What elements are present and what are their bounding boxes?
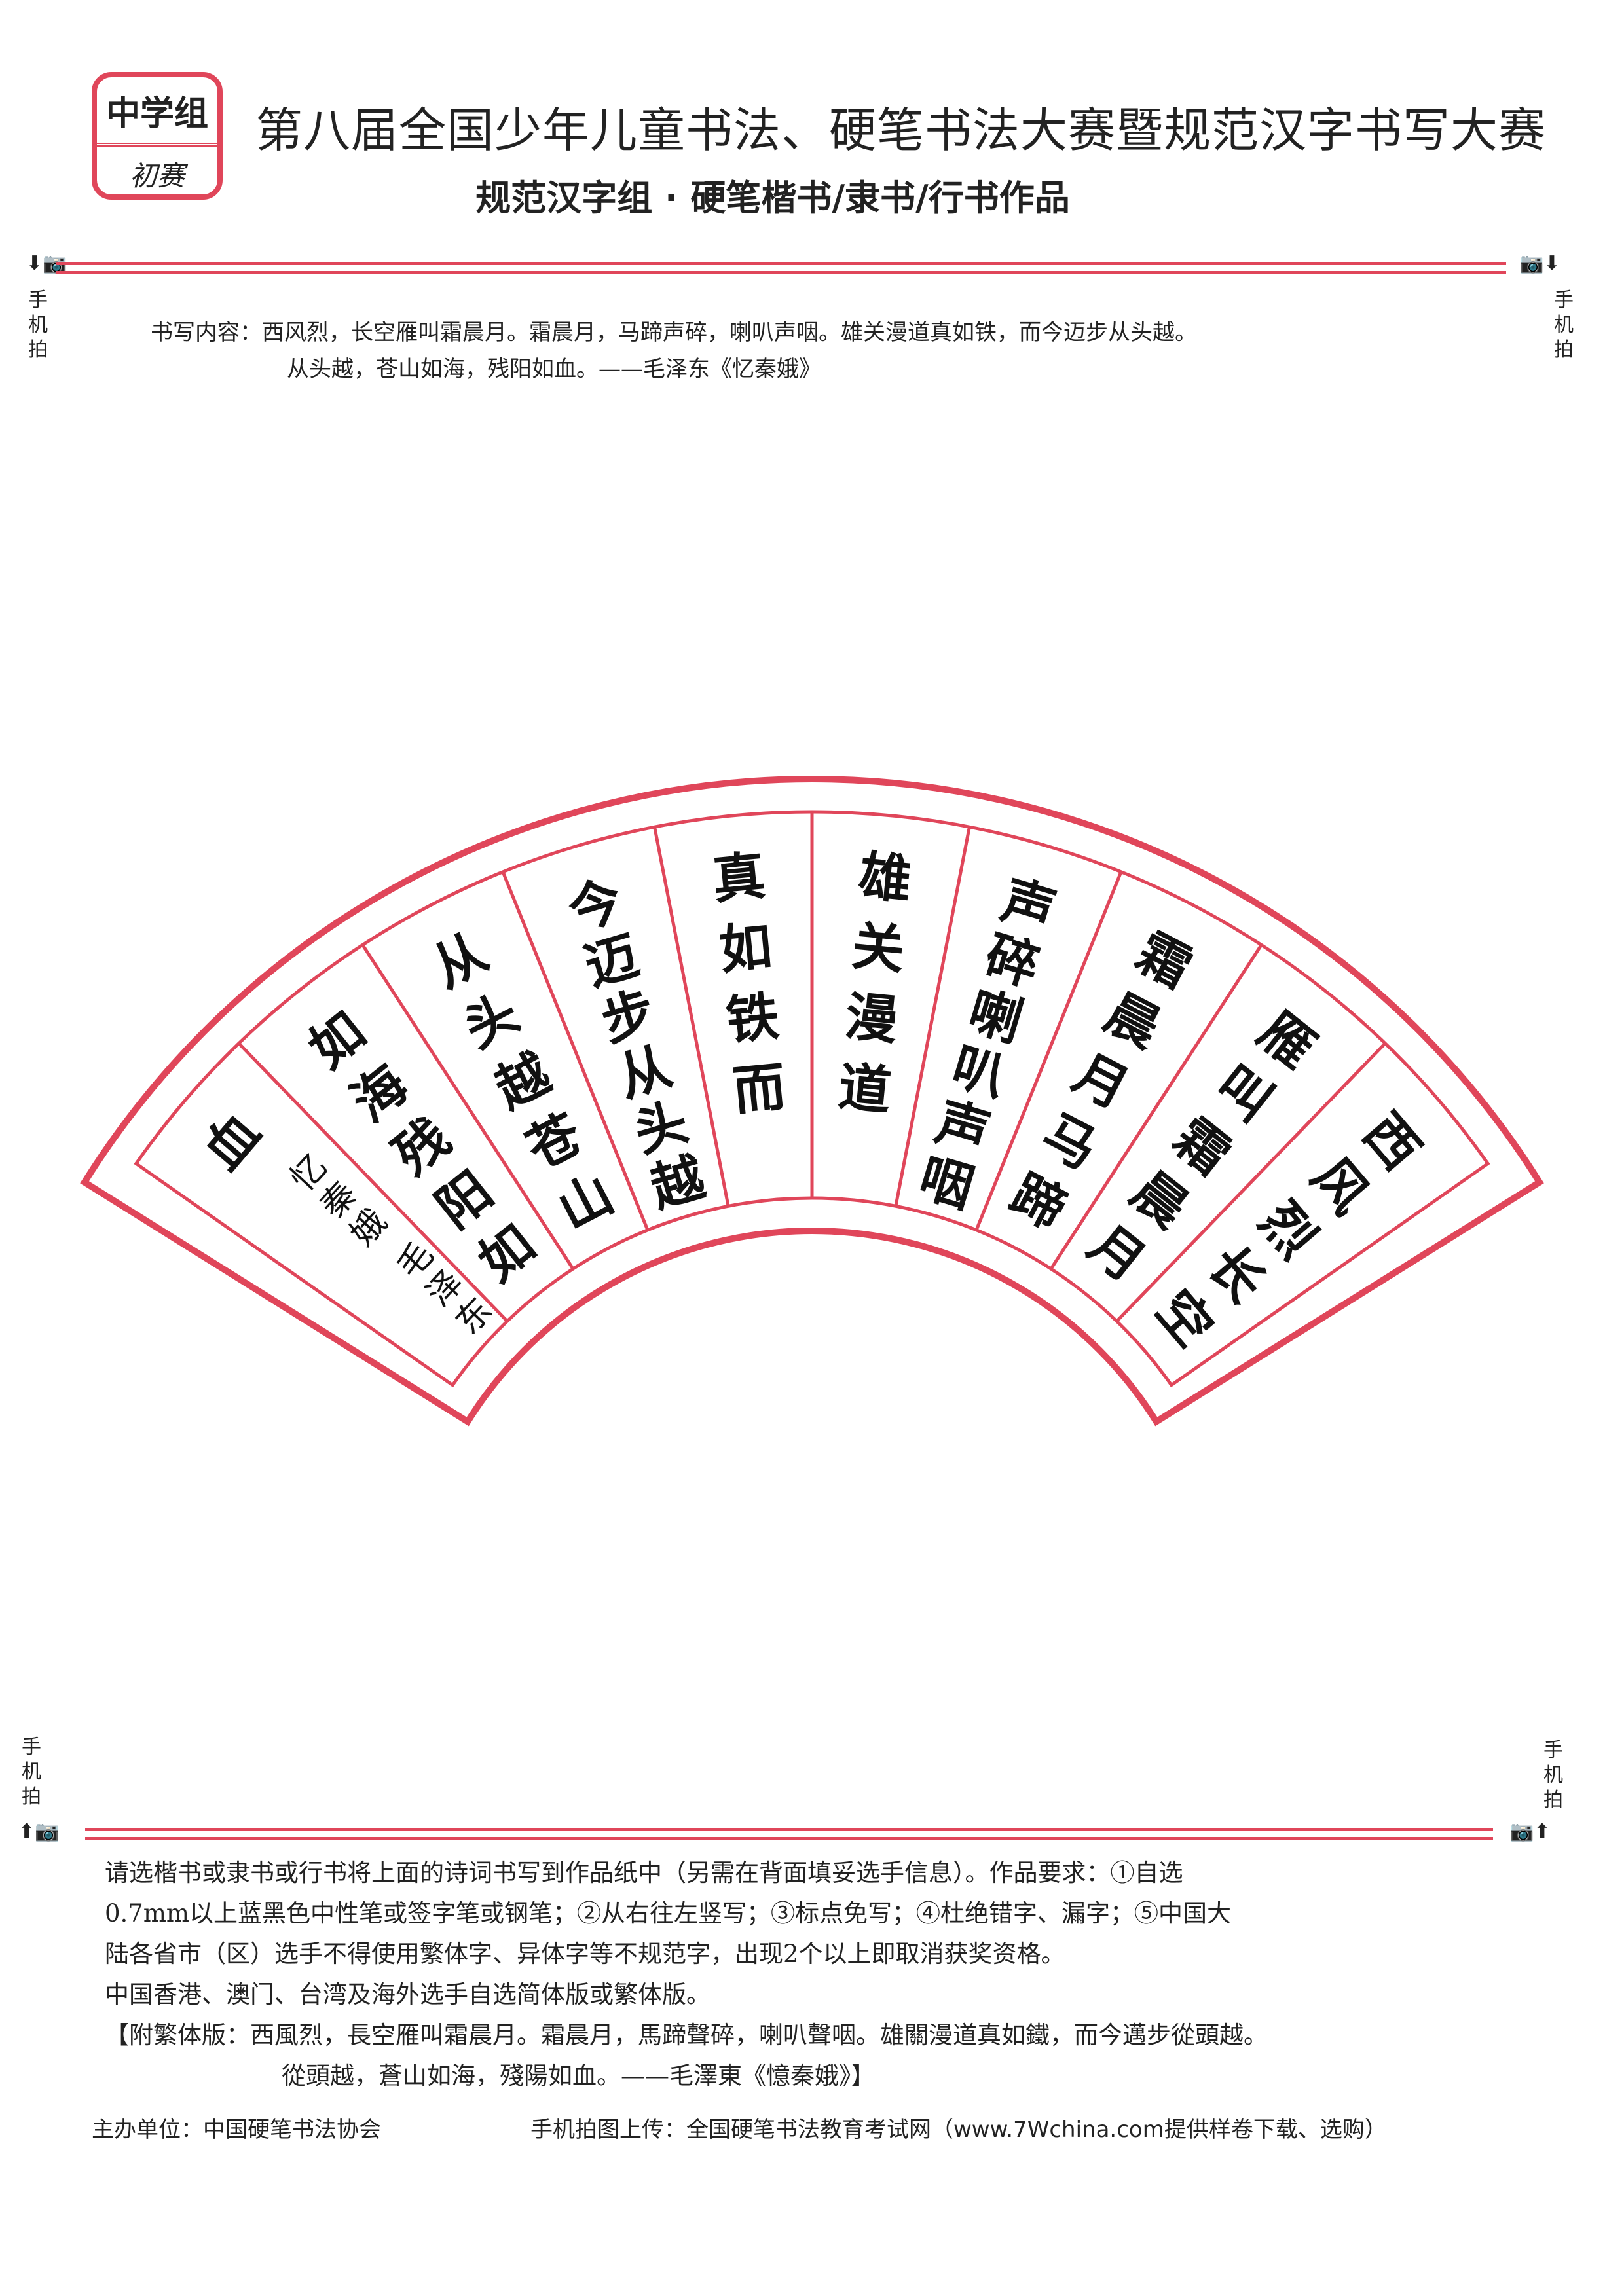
fan-character: 从 (422, 920, 497, 999)
top-divider (56, 262, 1506, 274)
fan-character: 山 (548, 1162, 623, 1241)
fan-divider (894, 826, 971, 1207)
fan-outer-border (80, 776, 1544, 1427)
page-title: 第八届全国少年儿童书法、硬笔书法大赛暨规范汉字书写大赛 (255, 103, 1547, 158)
fan-character: 漫 (843, 985, 901, 1051)
writing-content: 书写内容：西风烈，长空雁叫霜晨月。霜晨月，马蹄声碎，喇叭声咽。雄关漫道真如铁，而… (151, 314, 1197, 388)
traditional-version-line: 從頭越，蒼山如海，殘陽如血。——毛澤東《憶秦娥》】 (282, 2062, 876, 2090)
fan-character: 如 (716, 915, 775, 981)
fan-divider (361, 943, 575, 1270)
fan-character: 血 (191, 1101, 272, 1181)
photo-label-top-left: 手机拍 (28, 289, 48, 361)
fan-divider (1115, 1042, 1387, 1322)
writing-content-label: 书写内容： (151, 319, 262, 346)
fan-character: 铁 (724, 985, 782, 1051)
writing-content-line1: 西风烈，长空雁叫霜晨月。霜晨月，马蹄声碎，喇叭声咽。雄关漫道真如铁，而今迈步从头… (262, 319, 1197, 346)
fan-character: 霜 (1127, 920, 1202, 999)
fan-divider (653, 826, 730, 1207)
fan-character: 而 (730, 1055, 788, 1121)
fan-character: 头 (454, 981, 528, 1060)
upload-info: 手机拍图上传：全国硬笔书法教育考试网（www.7Wchina.com提供样卷下载… (530, 2117, 1387, 2143)
camera-icon: 📷⬆ (1509, 1820, 1551, 1843)
fan-frame (80, 776, 1544, 1427)
bottom-divider (85, 1828, 1493, 1840)
requirements-line: 陆各省市（区）选手不得使用繁体字、异体字等不规范字，出现2个以上即取消获奖资格。 (105, 1940, 1065, 1968)
badge-group-label: 中学组 (97, 77, 217, 147)
fan-character: 真 (710, 845, 768, 911)
camera-icon: 📷⬇ (1519, 252, 1560, 275)
group-badge: 中学组 初赛 (92, 72, 223, 200)
fan-character: 道 (836, 1055, 894, 1121)
photo-label-top-right: 手机拍 (1554, 289, 1574, 361)
page-subtitle: 规范汉字组 · 硬笔楷书/隶书/行书作品 (475, 177, 1070, 219)
fan-divider (237, 1042, 509, 1322)
fan-divider (1049, 943, 1263, 1270)
fan-character: 蹄 (1001, 1162, 1076, 1241)
fan-character: 晨 (1096, 981, 1170, 1060)
fan-character: 月 (1064, 1042, 1139, 1120)
requirements-line: 0.7mm以上蓝黑色中性笔或签字笔或钢笔；②从右往左竖写；③标点免写；④杜绝错字… (105, 1899, 1232, 1927)
fan-character: 雄 (856, 845, 914, 911)
traditional-version-line: 【附繁体版：西風烈，長空雁叫霜晨月。霜晨月，馬蹄聲碎，喇叭聲咽。雄關漫道真如鐵，… (105, 2021, 1268, 2049)
writing-content-line2: 从头越，苍山如海，残阳如血。——毛泽东《忆秦娥》 (287, 356, 821, 382)
camera-icon: ⬆📷 (18, 1820, 60, 1843)
organizer: 主办单位：中国硬笔书法协会 (92, 2117, 381, 2143)
requirements: 请选楷书或隶书或行书将上面的诗词书写到作品纸中（另需在背面填妥选手信息）。作品要… (105, 1853, 1268, 2096)
photo-label-bottom-left: 手机拍 (22, 1736, 41, 1808)
fan-character: 马 (1033, 1102, 1107, 1180)
fan-divider (501, 871, 650, 1231)
fan-character: 关 (849, 915, 908, 981)
fan-divider (974, 871, 1123, 1231)
requirements-line: 请选楷书或隶书或行书将上面的诗词书写到作品纸中（另需在背面填妥选手信息）。作品要… (105, 1859, 1183, 1887)
badge-stage-label: 初赛 (129, 159, 185, 192)
fan-inner-border (134, 810, 1490, 1388)
photo-label-bottom-right: 手机拍 (1543, 1739, 1563, 1812)
requirements-line: 中国香港、澳门、台湾及海外选手自选简体版或繁体版。 (105, 1980, 710, 2009)
